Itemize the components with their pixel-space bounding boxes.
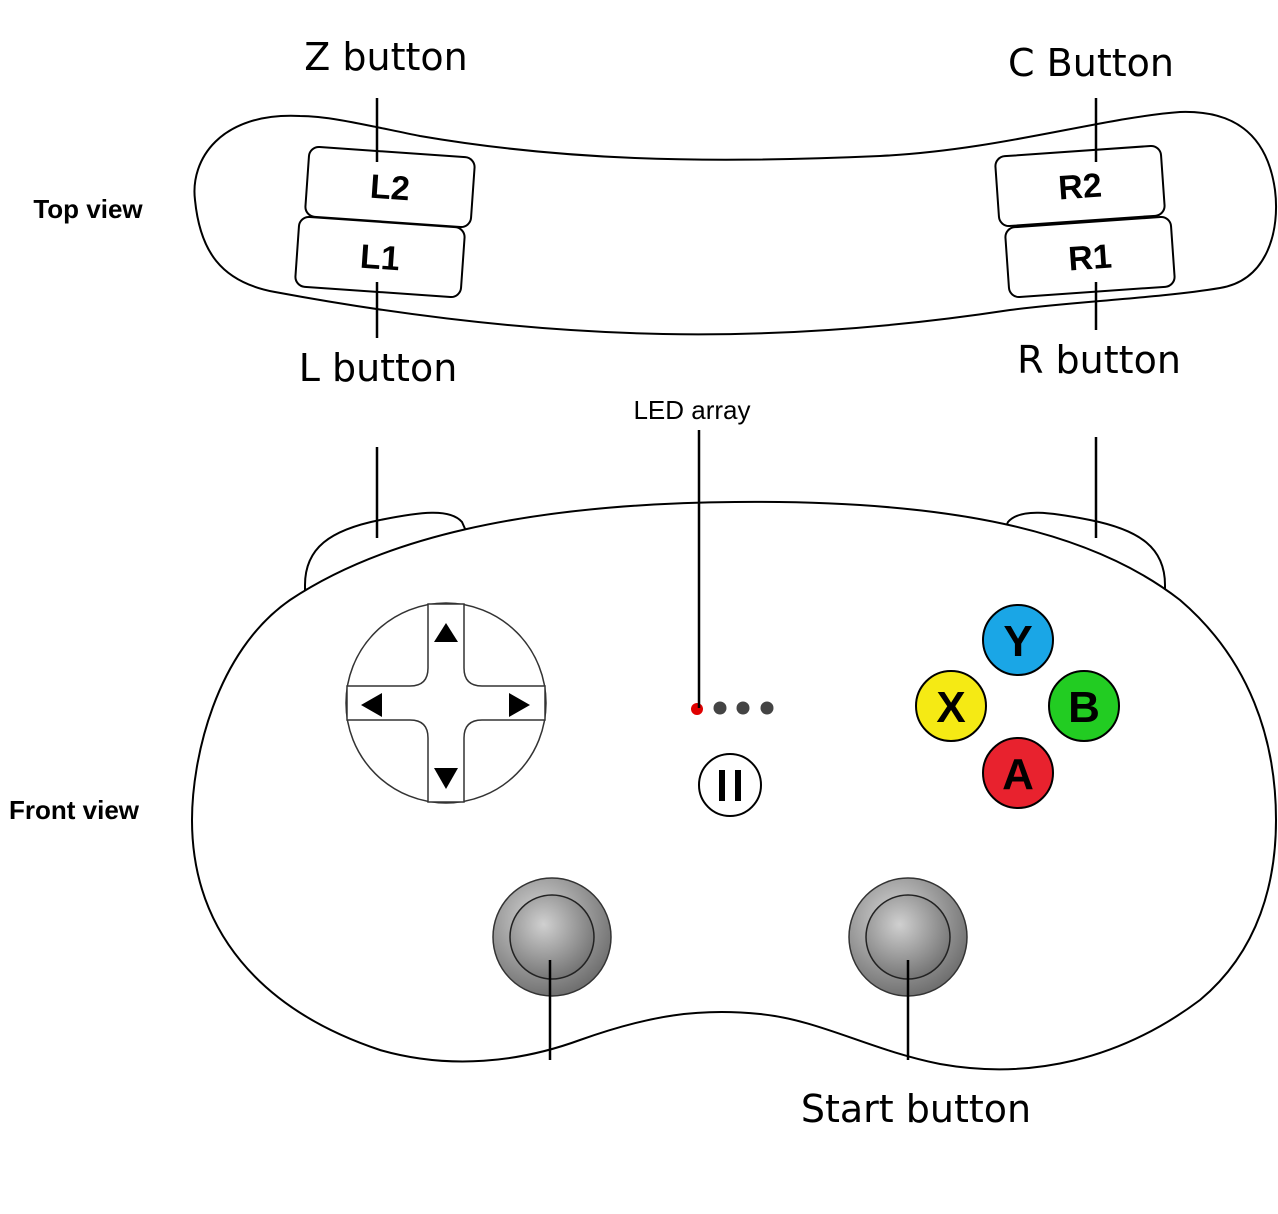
led-3: [736, 701, 750, 715]
a-label: A: [1002, 750, 1034, 799]
l-button-callout: L button: [299, 346, 458, 390]
dpad-right-icon[interactable]: [509, 693, 530, 717]
x-label: X: [936, 683, 965, 732]
front-view-label: Front view: [9, 795, 140, 825]
dpad-up-icon[interactable]: [434, 623, 458, 642]
pause-button[interactable]: [698, 753, 762, 817]
dpad-icon[interactable]: [345, 602, 547, 804]
top-view-label: Top view: [33, 194, 143, 224]
dpad-left-icon[interactable]: [361, 693, 382, 717]
r-button-callout: R button: [1017, 338, 1181, 382]
top-view: L2 L1 R2 R1: [193, 98, 1277, 338]
l1-label: L1: [359, 238, 401, 279]
led-array: [691, 701, 774, 715]
y-label: Y: [1003, 617, 1032, 666]
led-array-callout: LED array: [633, 395, 750, 425]
front-view: Y X B A: [190, 430, 1278, 1071]
l1-button[interactable]: L1: [294, 215, 466, 299]
r2-button[interactable]: R2: [994, 144, 1166, 228]
r2-label: R2: [1057, 167, 1103, 208]
x-button[interactable]: X: [915, 670, 987, 742]
a-button[interactable]: A: [982, 737, 1054, 809]
y-button[interactable]: Y: [982, 604, 1054, 676]
led-4: [760, 701, 774, 715]
b-button[interactable]: B: [1048, 670, 1120, 742]
l2-button[interactable]: L2: [304, 145, 476, 229]
left-thumbstick[interactable]: [492, 877, 612, 997]
led-1: [691, 703, 703, 715]
r1-button[interactable]: R1: [1004, 215, 1176, 299]
l2-label: L2: [369, 168, 411, 209]
z-button-callout: Z button: [304, 35, 467, 79]
start-button-callout: Start button: [801, 1087, 1031, 1131]
dpad-down-icon[interactable]: [434, 768, 458, 789]
c-button-callout: C Button: [1008, 41, 1174, 85]
b-label: B: [1068, 683, 1100, 732]
pause-icon: [719, 770, 725, 801]
right-thumbstick[interactable]: [848, 877, 968, 997]
led-2: [713, 701, 727, 715]
r1-label: R1: [1067, 238, 1113, 279]
